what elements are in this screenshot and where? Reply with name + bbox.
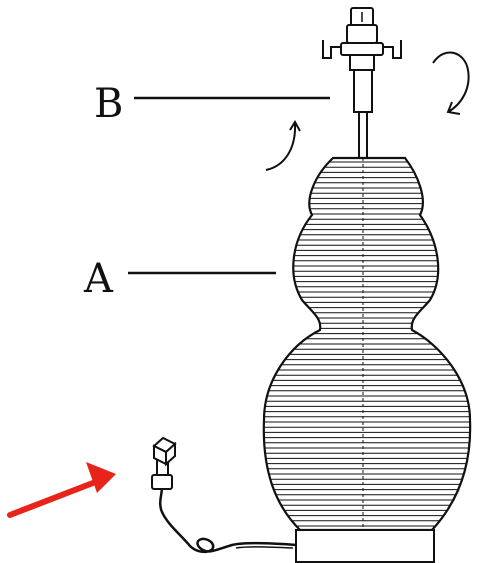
callout-b: B xyxy=(94,81,330,127)
harp-saddle xyxy=(340,42,384,56)
red-pointer-arrow xyxy=(7,462,116,518)
harp-arm-left xyxy=(322,40,341,59)
socket-coupling xyxy=(353,69,373,113)
label-b: B xyxy=(94,81,123,127)
label-a: A xyxy=(83,256,114,302)
socket-harp-assembly xyxy=(322,7,402,159)
lamp-body xyxy=(262,156,472,532)
threaded-rod xyxy=(358,111,368,159)
socket-neck xyxy=(349,54,375,71)
turn-arrow xyxy=(265,120,301,171)
socket-top xyxy=(346,24,378,44)
lamp-base xyxy=(295,529,435,563)
power-cord xyxy=(158,486,297,554)
harp-arm-right xyxy=(383,40,402,59)
rotate-clockwise-arrow xyxy=(432,51,470,115)
plug-icon xyxy=(151,436,177,490)
callout-a: A xyxy=(83,256,276,302)
